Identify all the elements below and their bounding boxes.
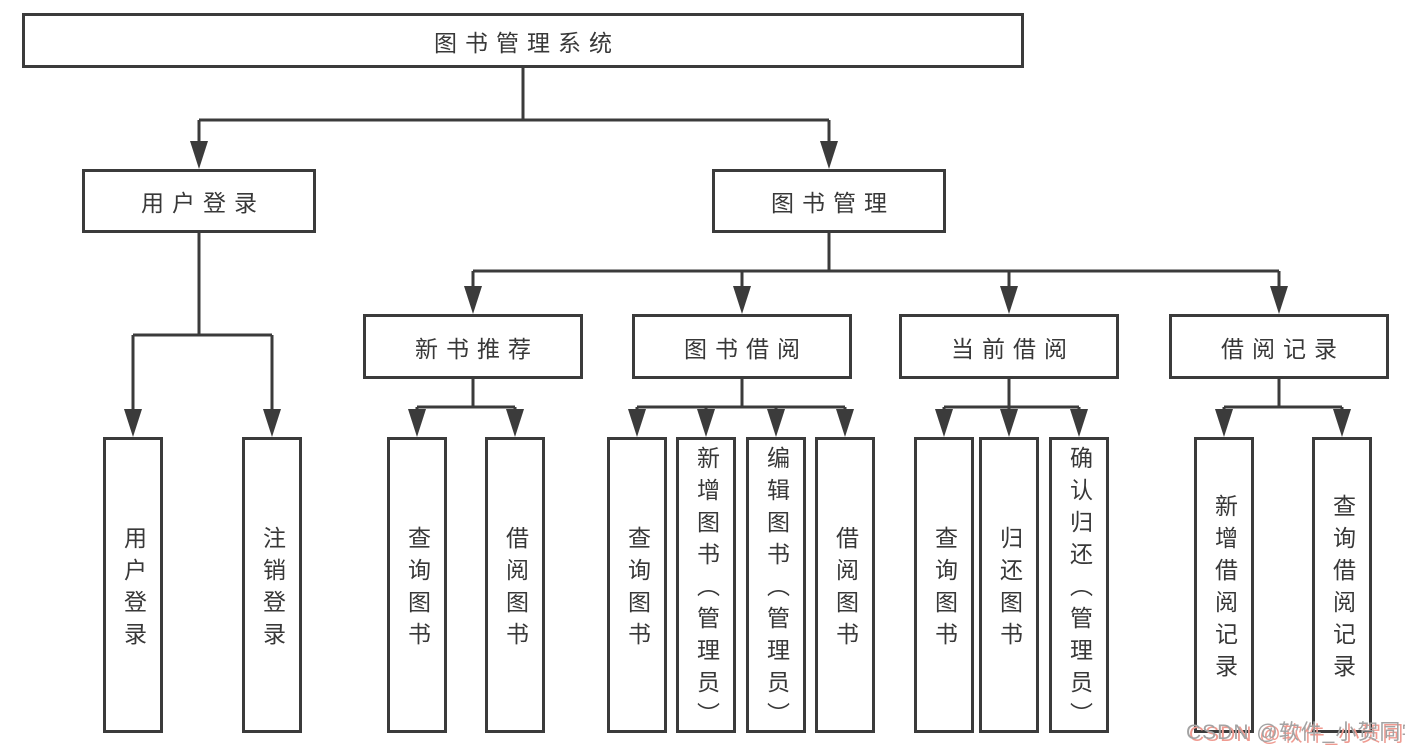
leaf-logout-label: 注销登录 bbox=[259, 525, 286, 654]
arrow-icon bbox=[190, 141, 208, 169]
node-new-book-recommend-label: 新书推荐 bbox=[415, 335, 539, 362]
connector-borrow-records-children bbox=[1222, 379, 1344, 412]
leaf-user-login: 用户登录 bbox=[103, 437, 163, 733]
leaf-edit-book-admin: 编辑图书（管理员） bbox=[746, 437, 806, 734]
leaf-borrow-book-recommend-label: 借阅图书 bbox=[502, 525, 529, 654]
node-root: 图书管理系统 bbox=[22, 13, 1024, 68]
arrow-icon bbox=[935, 409, 953, 437]
node-user-login: 用户登录 bbox=[82, 169, 316, 233]
arrow-icon bbox=[820, 141, 838, 169]
arrow-icon bbox=[124, 409, 142, 437]
connector-user-login-children bbox=[131, 233, 274, 412]
leaf-confirm-return-admin-label: 确认归还（管理员） bbox=[1066, 445, 1093, 734]
leaf-edit-book-admin-label: 编辑图书（管理员） bbox=[763, 445, 790, 734]
node-borrow-records-label: 借阅记录 bbox=[1221, 335, 1345, 362]
arrow-icon bbox=[628, 409, 646, 437]
leaf-add-borrow-record: 新增借阅记录 bbox=[1194, 437, 1254, 733]
leaf-query-book-current: 查询图书 bbox=[914, 437, 974, 733]
node-book-mgmt: 图书管理 bbox=[712, 169, 946, 233]
arrow-icon bbox=[767, 409, 785, 437]
node-current-borrow-label: 当前借阅 bbox=[951, 335, 1075, 362]
leaf-return-book-label: 归还图书 bbox=[996, 525, 1023, 654]
node-root-label: 图书管理系统 bbox=[434, 29, 620, 56]
leaf-borrow-book-label: 借阅图书 bbox=[832, 525, 859, 654]
node-book-borrow: 图书借阅 bbox=[632, 314, 852, 379]
leaf-query-book-recommend: 查询图书 bbox=[387, 437, 447, 733]
node-user-login-label: 用户登录 bbox=[141, 190, 265, 216]
leaf-confirm-return-admin: 确认归还（管理员） bbox=[1049, 437, 1109, 734]
arrow-icon bbox=[408, 409, 426, 437]
leaf-query-borrow-record-label: 查询借阅记录 bbox=[1329, 493, 1356, 686]
leaf-query-book-borrow: 查询图书 bbox=[607, 437, 667, 733]
node-book-borrow-label: 图书借阅 bbox=[684, 335, 808, 362]
node-current-borrow: 当前借阅 bbox=[899, 314, 1119, 379]
leaf-return-book: 归还图书 bbox=[979, 437, 1039, 733]
leaf-query-book-borrow-label: 查询图书 bbox=[624, 525, 651, 654]
connector-book-mgmt-to-level3 bbox=[471, 233, 1281, 289]
node-new-book-recommend: 新书推荐 bbox=[363, 314, 583, 379]
arrow-icon bbox=[733, 286, 751, 314]
leaf-add-book-admin-label: 新增图书（管理员） bbox=[693, 445, 720, 734]
arrow-icon bbox=[1000, 286, 1018, 314]
leaf-borrow-book: 借阅图书 bbox=[815, 437, 875, 733]
csdn-watermark: CSDN @软件_小贺同学 bbox=[1186, 721, 1405, 744]
leaf-user-login-label: 用户登录 bbox=[120, 525, 147, 654]
arrow-icon bbox=[1333, 409, 1351, 437]
leaf-query-book-recommend-label: 查询图书 bbox=[404, 525, 431, 654]
arrow-icon bbox=[836, 409, 854, 437]
connector-new-book-children bbox=[415, 379, 517, 412]
connector-book-borrow-children bbox=[635, 379, 847, 412]
leaf-add-book-admin: 新增图书（管理员） bbox=[676, 437, 736, 734]
arrow-icon bbox=[263, 409, 281, 437]
leaf-borrow-book-recommend: 借阅图书 bbox=[485, 437, 545, 733]
arrow-icon bbox=[1270, 286, 1288, 314]
arrow-icon bbox=[1215, 409, 1233, 437]
connector-current-borrow-children bbox=[942, 379, 1081, 412]
leaf-add-borrow-record-label: 新增借阅记录 bbox=[1211, 493, 1238, 686]
arrow-icon bbox=[506, 409, 524, 437]
arrow-icon bbox=[464, 286, 482, 314]
arrow-icon bbox=[697, 409, 715, 437]
arrow-icon bbox=[1070, 409, 1088, 437]
leaf-query-book-current-label: 查询图书 bbox=[931, 525, 958, 654]
node-borrow-records: 借阅记录 bbox=[1169, 314, 1389, 379]
leaf-query-borrow-record: 查询借阅记录 bbox=[1312, 437, 1372, 733]
arrow-icon bbox=[1000, 409, 1018, 437]
node-book-mgmt-label: 图书管理 bbox=[771, 190, 895, 216]
leaf-logout: 注销登录 bbox=[242, 437, 302, 733]
connector-root-to-level2 bbox=[197, 68, 831, 144]
